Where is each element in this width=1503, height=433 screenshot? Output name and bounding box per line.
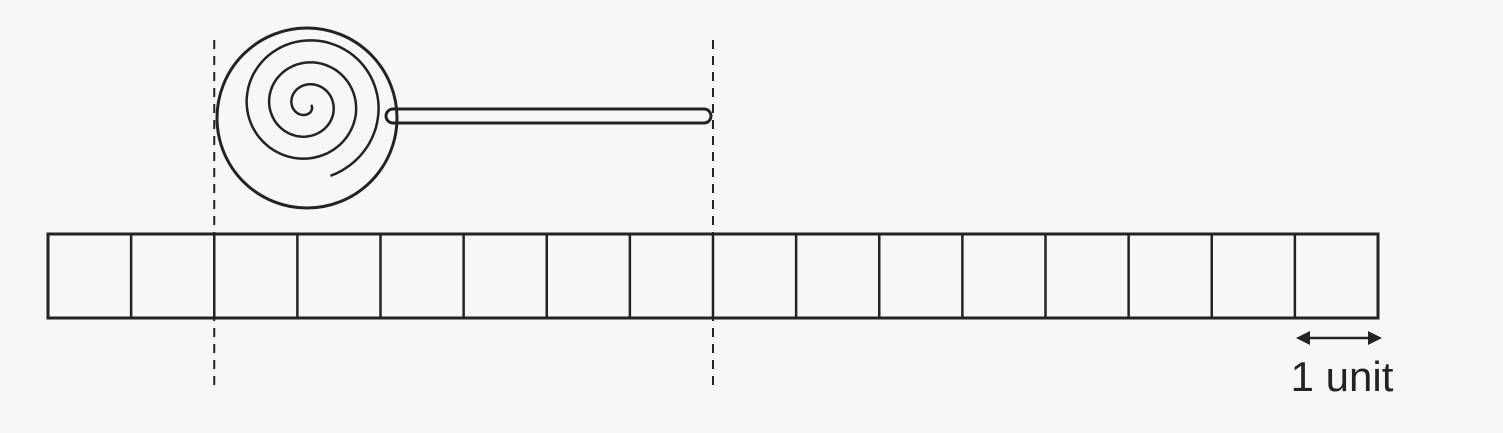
lollipop: [215, 26, 713, 210]
unit-arrow-left-head: [1296, 331, 1310, 345]
ruler: [46, 232, 1380, 320]
lollipop-stick: [384, 107, 713, 125]
unit-arrow-right-head: [1368, 331, 1382, 345]
lollipop-swirl: [245, 39, 380, 177]
unit-arrow: [1296, 331, 1382, 345]
guide-lines: [213, 40, 714, 392]
unit-label: 1 unit: [1290, 353, 1394, 400]
lollipop-candy: [215, 26, 399, 210]
